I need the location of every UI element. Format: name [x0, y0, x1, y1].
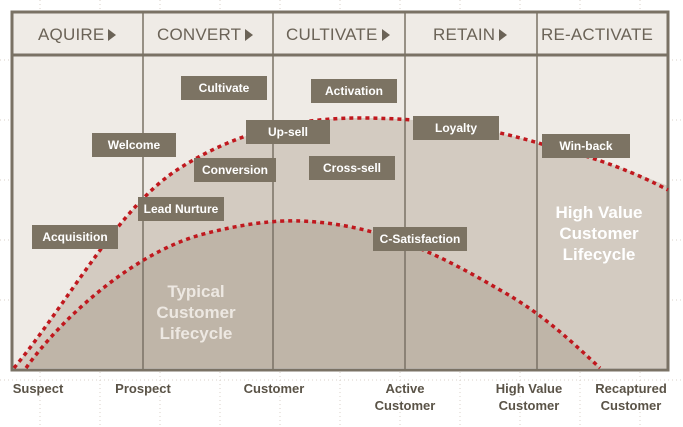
stage-aquire-label: AQUIRE — [38, 25, 105, 44]
stage-aquire: AQUIRE — [38, 23, 117, 47]
x-label-active-customer-line-1: Active — [385, 381, 425, 396]
high-value-lifecycle-line-2: Customer — [559, 224, 639, 243]
tag-win-back: Win-back — [542, 134, 630, 158]
stage-retain-label: RETAIN — [433, 25, 496, 44]
x-label-customer: Customer — [234, 380, 314, 397]
stage-arrow-icon — [108, 29, 117, 41]
x-label-prospect-line-1: Prospect — [115, 381, 171, 396]
x-label-high-value-customer: High Value Customer — [486, 380, 572, 414]
stage-retain: RETAIN — [433, 23, 508, 47]
typical-lifecycle-line-1: Typical — [167, 282, 225, 301]
high-value-lifecycle-line-3: Lifecycle — [562, 245, 636, 264]
tag-lead-nurture: Lead Nurture — [138, 197, 224, 221]
stage-arrow-icon — [381, 29, 390, 41]
typical-dotted-curve — [24, 219, 602, 370]
typical-lifecycle-line-2: Customer — [156, 303, 236, 322]
x-label-recaptured-customer: Recaptured Customer — [588, 380, 674, 414]
x-label-suspect: Suspect — [0, 380, 76, 397]
stage-re-activate: RE-ACTIVATE — [541, 23, 653, 47]
stage-cultivate-label: CULTIVATE — [286, 25, 378, 44]
tag-welcome: Welcome — [92, 133, 176, 157]
typical-lifecycle-line-3: Lifecycle — [159, 324, 233, 343]
tag-conversion: Conversion — [194, 158, 276, 182]
x-label-high-value-customer-line-2: Customer — [498, 398, 560, 413]
stage-arrow-icon — [245, 29, 254, 41]
typical-lifecycle-label: Typical Customer Lifecycle — [150, 281, 242, 344]
tag-c-satisfaction: C-Satisfaction — [373, 227, 467, 251]
stage-convert: CONVERT — [157, 23, 254, 47]
tag-cultivate: Cultivate — [181, 76, 267, 100]
tag-acquisition: Acquisition — [32, 225, 118, 249]
stage-convert-label: CONVERT — [157, 25, 242, 44]
x-label-suspect-line-1: Suspect — [12, 381, 64, 396]
x-label-recaptured-customer-line-2: Customer — [600, 398, 662, 413]
x-label-recaptured-customer-line-1: Recaptured — [595, 381, 667, 396]
stage-re-activate-label: RE-ACTIVATE — [541, 25, 654, 44]
stage-arrow-icon — [499, 29, 508, 41]
tag-loyalty: Loyalty — [413, 116, 499, 140]
tag-cross-sell: Cross-sell — [309, 156, 395, 180]
x-label-active-customer: Active Customer — [364, 380, 446, 414]
high-value-lifecycle-label: High Value Customer Lifecycle — [546, 202, 652, 265]
typical-lifecycle-area — [26, 220, 600, 368]
high-value-lifecycle-line-1: High Value — [555, 203, 643, 222]
stage-cultivate: CULTIVATE — [286, 23, 390, 47]
stage-frame — [10, 10, 670, 372]
tag-up-sell: Up-sell — [246, 120, 330, 144]
x-label-active-customer-line-2: Customer — [374, 398, 436, 413]
x-label-prospect: Prospect — [104, 380, 182, 397]
x-label-customer-line-1: Customer — [243, 381, 305, 396]
tag-activation: Activation — [311, 79, 397, 103]
x-label-high-value-customer-line-1: High Value — [495, 381, 563, 396]
